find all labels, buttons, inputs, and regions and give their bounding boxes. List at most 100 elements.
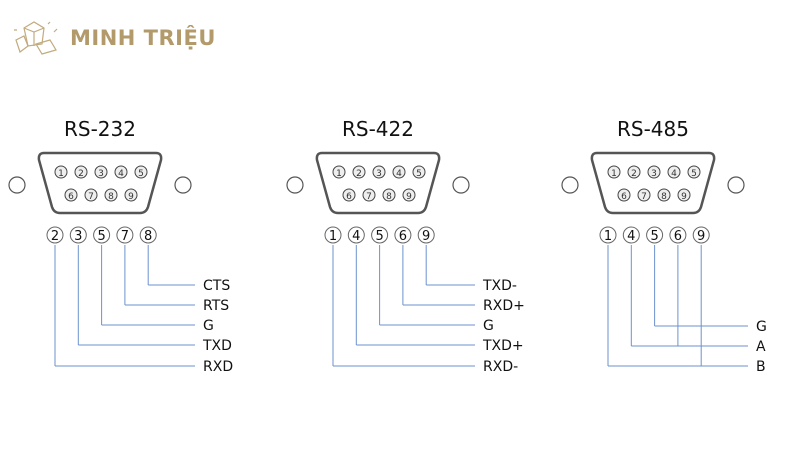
shell-pin	[362, 188, 376, 202]
shell-pin	[657, 188, 671, 202]
shell-pin	[382, 188, 396, 202]
shell-pin	[617, 188, 631, 202]
db9-shell	[37, 151, 163, 215]
pin-number: 8	[144, 229, 152, 244]
shell-pin	[607, 165, 621, 179]
signal-label: G	[483, 318, 494, 334]
pin-marker	[394, 226, 412, 244]
shell-pin	[64, 188, 78, 202]
shell-pin-number: 7	[366, 192, 372, 202]
shell-pin-number: 3	[376, 169, 382, 179]
pin-marker	[669, 226, 687, 244]
shell-pin	[637, 188, 651, 202]
shell-pin-number: 4	[118, 169, 124, 179]
shell-pin-number: 6	[346, 192, 352, 202]
pin-marker	[347, 226, 365, 244]
pin-marker	[692, 226, 710, 244]
pin-marker	[622, 226, 640, 244]
shell-pin-number: 5	[691, 169, 697, 179]
pin-number: 5	[650, 229, 658, 244]
shell-pin-number: 4	[396, 169, 402, 179]
shell-pin-number: 3	[98, 169, 104, 179]
pin-number: 4	[352, 229, 360, 244]
shell-pin-number: 3	[651, 169, 657, 179]
pin-number: 1	[329, 229, 337, 244]
signal-label: G	[203, 318, 214, 334]
pin-marker	[46, 226, 64, 244]
shell-pin	[677, 188, 691, 202]
pin-marker	[599, 226, 617, 244]
pin-number: 9	[697, 229, 705, 244]
mounting-hole-icon	[174, 176, 192, 194]
crystal-logo-icon	[14, 21, 58, 55]
pin-number: 2	[51, 229, 59, 244]
shell-pin-number: 8	[108, 192, 114, 202]
brand-name: MINH TRIỆU	[70, 26, 216, 50]
mounting-hole-icon	[286, 176, 304, 194]
pin-number: 6	[399, 229, 407, 244]
mounting-hole-icon	[727, 176, 745, 194]
shell-pin	[667, 165, 681, 179]
pin-number: 7	[121, 229, 129, 244]
pin-number: 3	[74, 229, 82, 244]
brand-logo: MINH TRIỆU	[10, 18, 216, 58]
signal-label: RTS	[203, 298, 229, 314]
shell-pin	[114, 165, 128, 179]
shell-pin-number: 7	[641, 192, 647, 202]
shell-pin	[372, 165, 386, 179]
shell-pin	[392, 165, 406, 179]
shell-pin-number: 8	[661, 192, 667, 202]
pin-number: 6	[674, 229, 682, 244]
pin-marker	[371, 226, 389, 244]
shell-pin-number: 6	[621, 192, 627, 202]
shell-pin-number: 5	[416, 169, 422, 179]
pin-marker	[93, 226, 111, 244]
standard-title: RS-422	[342, 117, 414, 141]
signal-label: G	[756, 319, 767, 335]
pin-number: 1	[604, 229, 612, 244]
pin-number: 4	[627, 229, 635, 244]
shell-pin-number: 1	[58, 169, 64, 179]
shell-pin-number: 9	[681, 192, 687, 202]
shell-pin	[647, 165, 661, 179]
signal-label: A	[756, 339, 766, 355]
standard-title: RS-232	[64, 117, 136, 141]
shell-pin	[104, 188, 118, 202]
signal-label: TXD-	[482, 278, 517, 294]
shell-pin	[332, 165, 346, 179]
signal-label: B	[756, 359, 766, 375]
shell-pin-number: 8	[386, 192, 392, 202]
mounting-hole-icon	[561, 176, 579, 194]
signal-label: RXD-	[483, 359, 518, 375]
mounting-hole-icon	[8, 176, 26, 194]
db9-shell	[590, 151, 716, 215]
shell-pin-number: 1	[611, 169, 617, 179]
signal-label: RXD	[203, 359, 233, 375]
shell-pin	[134, 165, 148, 179]
shell-pin	[54, 165, 68, 179]
pin-number: 5	[97, 229, 105, 244]
pin-marker	[69, 226, 87, 244]
mounting-hole-icon	[452, 176, 470, 194]
signal-label: TXD+	[482, 338, 524, 354]
shell-pin-number: 2	[356, 169, 362, 179]
shell-pin-number: 2	[78, 169, 84, 179]
signal-label: TXD	[202, 338, 232, 354]
pin-marker	[646, 226, 664, 244]
shell-pin	[687, 165, 701, 179]
shell-pin-number: 5	[138, 169, 144, 179]
shell-pin	[352, 165, 366, 179]
shell-pin	[84, 188, 98, 202]
signal-label: CTS	[203, 278, 230, 294]
pin-marker	[139, 226, 157, 244]
pin-marker	[116, 226, 134, 244]
pin-number: 5	[375, 229, 383, 244]
shell-pin-number: 6	[68, 192, 74, 202]
signal-label: RXD+	[483, 298, 525, 314]
pin-marker	[417, 226, 435, 244]
pin-marker	[324, 226, 342, 244]
shell-pin	[627, 165, 641, 179]
shell-pin	[412, 165, 426, 179]
